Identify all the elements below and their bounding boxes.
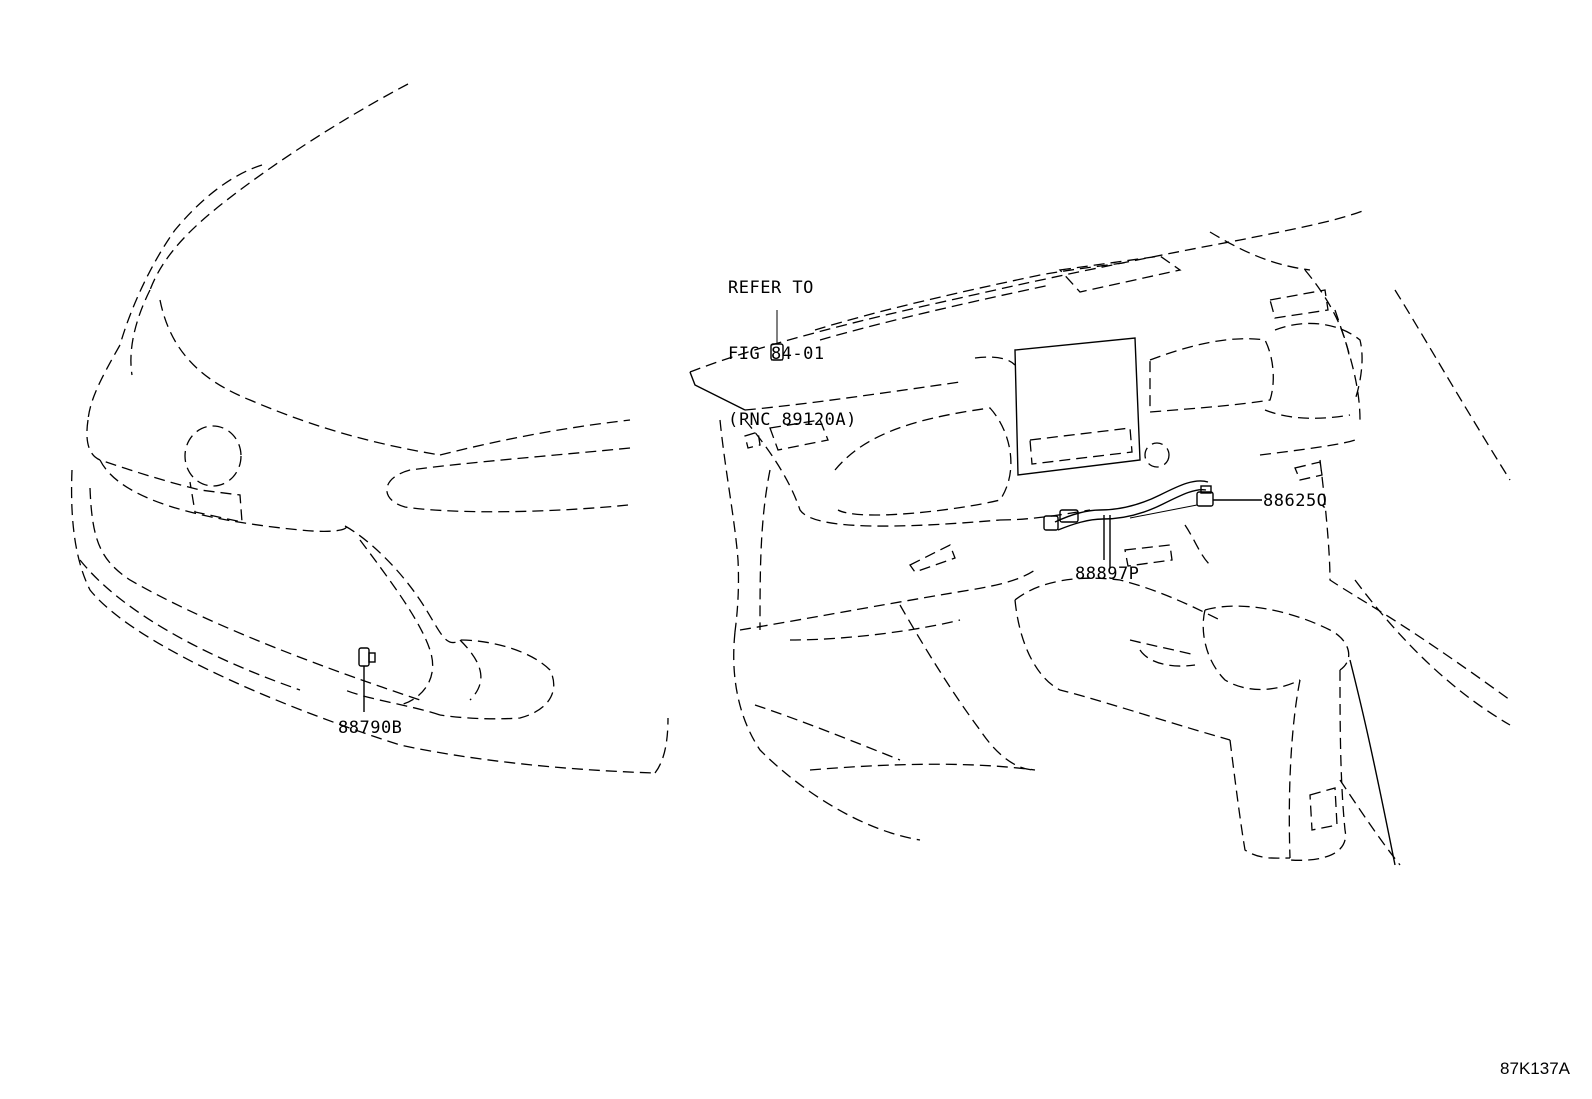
note-line-3: (PNC 89120A)	[728, 410, 857, 430]
reference-note: REFER TO FIG 84-01 (PNC 89120A)	[728, 233, 857, 453]
front-sensor-part	[358, 647, 376, 712]
reference-code: 87K137A	[1500, 1059, 1570, 1078]
cable-part	[1043, 480, 1209, 568]
vehicle-front-outline	[70, 83, 669, 774]
callout-dash-sensor: 88625Q	[1263, 491, 1328, 511]
callout-front-sensor: 88790B	[338, 718, 403, 738]
dashboard-outline	[689, 209, 1511, 866]
callout-cable: 88897P	[1075, 564, 1140, 584]
fastener-part	[770, 310, 784, 361]
dash-sensor-part	[1129, 485, 1262, 519]
note-line-1: REFER TO	[728, 278, 814, 298]
note-line-2: FIG 84-01	[728, 344, 825, 364]
